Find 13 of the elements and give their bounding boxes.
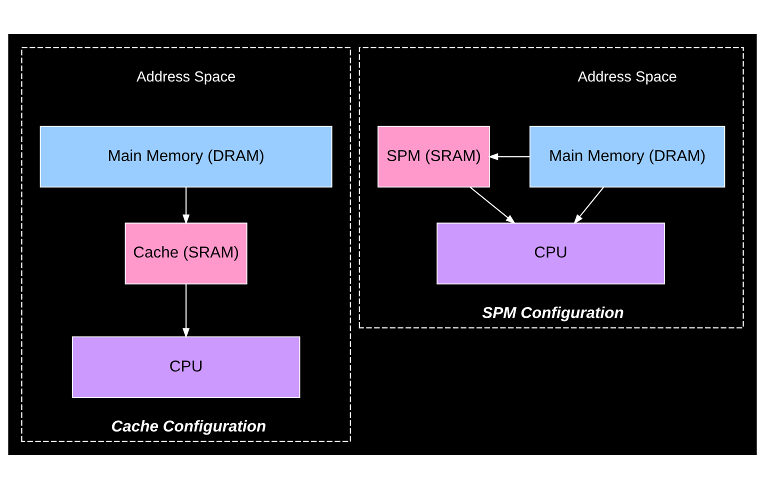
label: Address Space bbox=[578, 69, 677, 86]
node-box: CPU bbox=[436, 222, 665, 284]
node-box: Main Memory (DRAM) bbox=[530, 125, 726, 188]
arrow bbox=[470, 186, 516, 224]
node-box: Cache (SRAM) bbox=[124, 222, 248, 284]
arrow bbox=[182, 186, 190, 224]
arrow bbox=[488, 152, 530, 160]
node-box: CPU bbox=[72, 336, 300, 398]
label: Address Space bbox=[136, 69, 236, 86]
node-box: Main Memory (DRAM) bbox=[40, 125, 332, 188]
node-box: SPM (SRAM) bbox=[378, 125, 490, 188]
arrow bbox=[574, 186, 604, 224]
arrow bbox=[182, 283, 190, 338]
